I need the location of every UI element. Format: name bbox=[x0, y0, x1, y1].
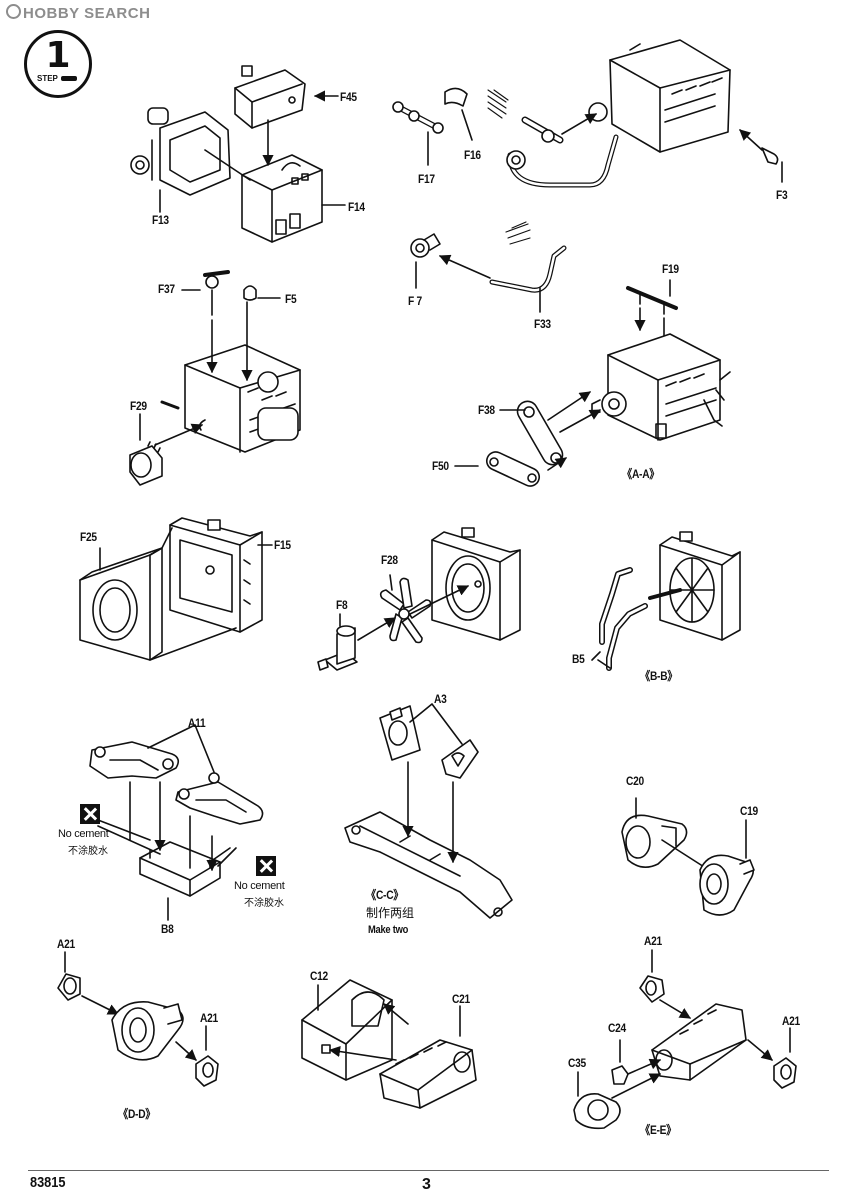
label-F33: F33 bbox=[534, 317, 551, 331]
part-C35 bbox=[573, 1093, 621, 1130]
label-F50: F50 bbox=[432, 459, 449, 473]
label-B8: B8 bbox=[161, 922, 174, 936]
label-F15: F15 bbox=[274, 538, 291, 552]
watermark: HOBBY SEARCH bbox=[6, 4, 150, 22]
part-radiator-center bbox=[431, 527, 521, 641]
make-two-cn: 制作两组 bbox=[366, 906, 415, 920]
part-A3-right bbox=[441, 739, 479, 779]
part-F28 bbox=[379, 577, 432, 644]
part-F19 bbox=[626, 286, 678, 315]
label-F16: F16 bbox=[464, 148, 481, 162]
no-cement-icon bbox=[256, 856, 276, 876]
part-A11-upper bbox=[89, 741, 180, 779]
part-F8 bbox=[317, 625, 358, 671]
label-F8: F8 bbox=[336, 598, 348, 612]
page-number: 3 bbox=[422, 1176, 431, 1193]
part-differential-DD bbox=[111, 1001, 184, 1061]
part-axle-EE bbox=[651, 1003, 747, 1081]
label-C35: C35 bbox=[568, 1056, 586, 1070]
part-C24 bbox=[611, 1065, 629, 1085]
part-F45 bbox=[234, 65, 306, 129]
label-A3: A3 bbox=[434, 692, 447, 706]
label-F29: F29 bbox=[130, 399, 147, 413]
part-F7 bbox=[410, 233, 441, 258]
part-A21-D1 bbox=[57, 973, 81, 1001]
label-view-CC: 《C-C》 bbox=[366, 888, 404, 902]
label-F45: F45 bbox=[340, 90, 357, 104]
part-F33 bbox=[489, 245, 567, 293]
label-F13: F13 bbox=[152, 213, 169, 227]
part-A21-E1 bbox=[639, 975, 665, 1003]
hatch-arrow bbox=[487, 89, 509, 119]
label-A21: A21 bbox=[200, 1011, 218, 1025]
no-cement-cn-label: 不涂胶水 bbox=[68, 846, 108, 857]
label-view-BB: 《B-B》 bbox=[640, 669, 678, 683]
part-frame-CC bbox=[344, 811, 513, 919]
label-F17: F17 bbox=[418, 172, 435, 186]
make-two-label: Make two bbox=[368, 924, 409, 936]
part-F29 bbox=[129, 441, 163, 486]
part-F13 bbox=[130, 107, 231, 196]
part-A21-E2 bbox=[773, 1057, 797, 1089]
part-C21 bbox=[379, 1039, 477, 1109]
part-F15 bbox=[169, 517, 263, 633]
part-F25 bbox=[79, 547, 163, 661]
product-code: 83815 bbox=[30, 1174, 66, 1191]
part-engine-top-right bbox=[588, 39, 731, 153]
part-F17 bbox=[392, 101, 444, 134]
part-engine-AA bbox=[591, 333, 731, 441]
no-cement-label: No cement bbox=[58, 828, 109, 840]
label-C19: C19 bbox=[740, 804, 758, 818]
step-number: 1 bbox=[45, 35, 71, 76]
part-A21-D2 bbox=[195, 1055, 219, 1087]
label-B5: B5 bbox=[572, 652, 585, 666]
label-F19: F19 bbox=[662, 262, 679, 276]
part-F37 bbox=[203, 270, 230, 316]
step-word: STEP bbox=[37, 74, 58, 83]
tank-icon bbox=[61, 76, 77, 81]
label-F3: F3 bbox=[776, 188, 788, 202]
label-F25: F25 bbox=[80, 530, 97, 544]
part-C12 bbox=[301, 979, 393, 1081]
label-view-AA: 《A-A》 bbox=[622, 467, 660, 481]
part-F14 bbox=[241, 154, 323, 243]
part-engine-block bbox=[160, 344, 301, 453]
label-A21: A21 bbox=[782, 1014, 800, 1028]
label-F7: F 7 bbox=[408, 294, 422, 308]
watermark-logo-icon bbox=[6, 4, 21, 19]
part-F38 bbox=[516, 400, 564, 466]
label-C12: C12 bbox=[310, 969, 328, 983]
label-F28: F28 bbox=[381, 553, 398, 567]
label-F14: F14 bbox=[348, 200, 365, 214]
no-cement-icon bbox=[80, 804, 100, 824]
label-F37: F37 bbox=[158, 282, 175, 296]
label-view-EE: 《E-E》 bbox=[640, 1123, 677, 1137]
footer-rule bbox=[28, 1170, 829, 1171]
step-badge: 1 STEP bbox=[24, 30, 92, 98]
part-C20 bbox=[621, 814, 688, 868]
part-A11-lower bbox=[175, 772, 264, 825]
part-radiator-BB bbox=[648, 531, 741, 641]
label-F38: F38 bbox=[478, 403, 495, 417]
hatch-arrow bbox=[505, 221, 531, 245]
label-F5: F5 bbox=[285, 292, 297, 306]
label-A11: A11 bbox=[188, 716, 206, 730]
part-F5 bbox=[243, 285, 257, 301]
part-A3-left bbox=[379, 705, 421, 761]
part-F16 bbox=[444, 87, 468, 107]
label-A21: A21 bbox=[57, 937, 75, 951]
no-cement-cn-label: 不涂胶水 bbox=[244, 898, 284, 909]
label-C20: C20 bbox=[626, 774, 644, 788]
no-cement-label: No cement bbox=[234, 880, 285, 892]
label-view-DD: 《D-D》 bbox=[118, 1107, 156, 1121]
label-C24: C24 bbox=[608, 1021, 626, 1035]
part-C19 bbox=[699, 854, 755, 916]
part-F50 bbox=[485, 451, 541, 487]
part-B5 bbox=[599, 567, 648, 671]
watermark-text: HOBBY SEARCH bbox=[23, 5, 151, 22]
label-C21: C21 bbox=[452, 992, 470, 1006]
label-A21: A21 bbox=[644, 934, 662, 948]
